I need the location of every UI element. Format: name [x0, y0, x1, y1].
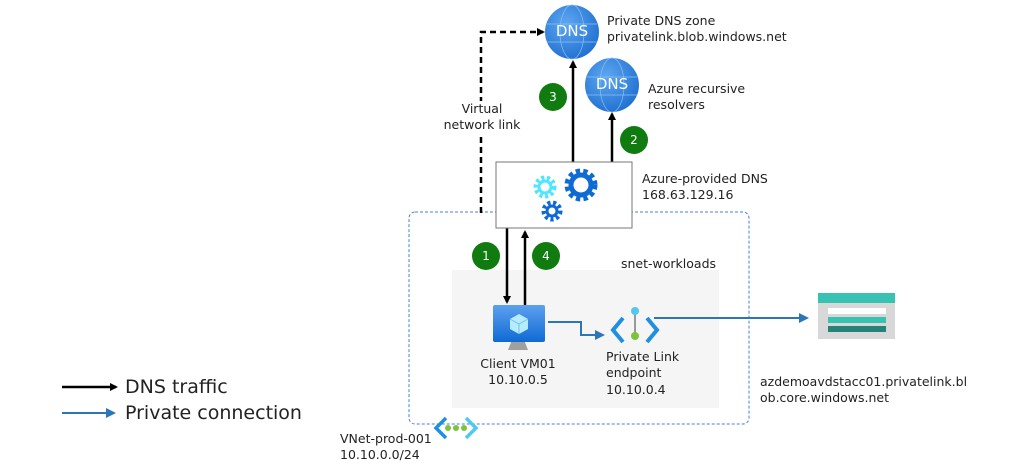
- storage-fqdn-line1: azdemoavdstacc01.privatelink.bl: [760, 374, 968, 389]
- recursive-resolvers-line1: Azure recursive: [648, 81, 746, 96]
- step-badge-4: 4: [532, 242, 560, 270]
- storage-account-icon: [818, 293, 895, 339]
- vnet-link-line1: Virtual: [442, 101, 522, 117]
- virtual-network-link-arrow: [479, 28, 545, 213]
- client-vm-ip: 10.10.0.5: [488, 372, 548, 387]
- private-dns-zone-name: privatelink.blob.windows.net: [607, 29, 787, 44]
- gears-icon: [533, 168, 598, 222]
- virtual-machine-icon: [493, 305, 545, 350]
- legend-dns-traffic: DNS traffic: [125, 376, 228, 398]
- storage-fqdn-line2: ob.core.windows.net: [760, 390, 890, 405]
- azure-dns-title: Azure-provided DNS: [642, 171, 768, 186]
- client-vm-name: Client VM01: [480, 356, 556, 371]
- private-endpoint-ip: 10.10.0.4: [606, 382, 666, 397]
- private-dns-zone-title: Private DNS zone: [607, 13, 716, 28]
- azure-dns-box: [495, 161, 633, 229]
- private-dns-zone-icon: [545, 4, 599, 60]
- recursive-dns-icon-label: DNS: [595, 75, 629, 93]
- step-badge-3: 3: [539, 83, 567, 111]
- legend-private-connection: Private connection: [125, 402, 302, 424]
- private-link-endpoint-icon: [610, 307, 660, 344]
- private-endpoint-line2: endpoint: [606, 365, 662, 380]
- vnet-link-line2: network link: [442, 117, 522, 133]
- azure-dns-ip: 168.63.129.16: [642, 187, 734, 202]
- private-dns-icon-label: DNS: [555, 22, 589, 40]
- virtual-network-icon: [433, 416, 479, 440]
- subnet-name: snet-workloads: [621, 256, 717, 271]
- vm-to-endpoint-arrow: [548, 321, 605, 340]
- private-endpoint-line1: Private Link: [606, 349, 680, 364]
- vnet-cidr: 10.10.0.0/24: [340, 447, 420, 462]
- recursive-resolvers-icon: [585, 57, 639, 113]
- vnet-name: VNet-prod-001: [340, 431, 432, 446]
- step-badge-2: 2: [620, 126, 648, 154]
- step-badge-1: 1: [472, 242, 500, 270]
- recursive-resolvers-line2: resolvers: [648, 97, 705, 112]
